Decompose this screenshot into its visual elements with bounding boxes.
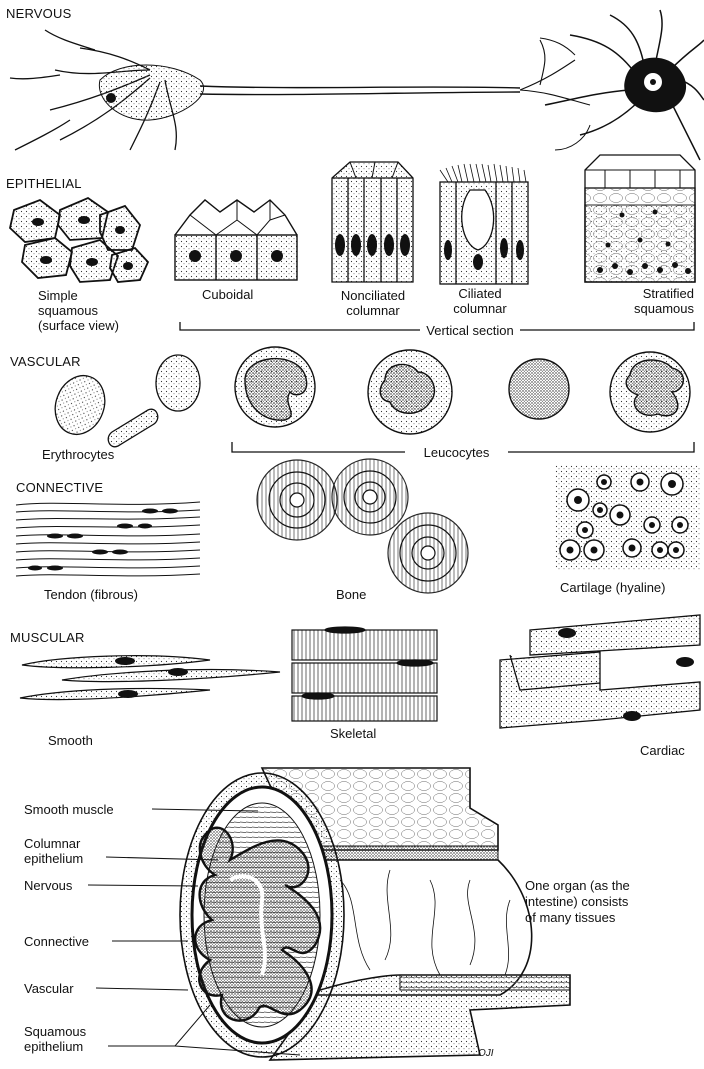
caption-line-1: One organ (as the	[525, 878, 630, 893]
section-epithelial: EPITHELIAL	[6, 176, 82, 191]
ciliated-columnar-cells	[440, 164, 528, 284]
label-organ-vascular: Vascular	[24, 981, 74, 996]
label-stratified-1: Stratified	[590, 286, 694, 301]
leucocytes	[235, 347, 690, 434]
smooth-muscle-cells	[20, 656, 280, 700]
label-organ-squamous-2: epithelium	[24, 1039, 83, 1054]
label-tendon: Tendon (fibrous)	[44, 587, 138, 602]
label-simple-squamous-2: squamous	[38, 303, 98, 318]
caption-line-3: of many tissues	[525, 910, 615, 925]
label-leucocytes: Leucocytes	[405, 445, 508, 460]
label-smooth: Smooth	[48, 733, 93, 748]
caption-line-2: intestine) consists	[525, 894, 628, 909]
label-simple-squamous-3: (surface view)	[38, 318, 119, 333]
bone-osteons	[257, 459, 468, 593]
stratified-squamous-cells	[585, 155, 695, 282]
label-ciliated-2: columnar	[440, 301, 520, 316]
label-skeletal: Skeletal	[330, 726, 376, 741]
neuron-left	[10, 30, 590, 150]
label-nonciliated-2: columnar	[326, 303, 420, 318]
label-cardiac: Cardiac	[640, 743, 685, 758]
section-muscular: MUSCULAR	[10, 630, 85, 645]
label-stratified-2: squamous	[590, 301, 694, 316]
label-organ-smooth-muscle: Smooth muscle	[24, 802, 114, 817]
cardiac-muscle-fibers	[500, 615, 700, 728]
label-organ-columnar-1: Columnar	[24, 836, 80, 851]
artist-signature: OJI	[478, 1046, 494, 1061]
intestine-section	[180, 768, 570, 1060]
label-simple-squamous-1: Simple	[38, 288, 78, 303]
skeletal-muscle-fibers	[292, 627, 437, 721]
label-nonciliated-1: Nonciliated	[326, 288, 420, 303]
label-ciliated-1: Ciliated	[440, 286, 520, 301]
label-organ-columnar-2: epithelium	[24, 851, 83, 866]
label-erythrocytes: Erythrocytes	[42, 447, 114, 462]
label-bone: Bone	[336, 587, 366, 602]
section-vascular: VASCULAR	[10, 354, 81, 369]
label-organ-nervous: Nervous	[24, 878, 72, 893]
section-nervous: NERVOUS	[6, 6, 71, 21]
section-connective: CONNECTIVE	[16, 480, 103, 495]
label-cartilage: Cartilage (hyaline)	[560, 580, 666, 595]
cuboidal-cells	[175, 200, 297, 280]
cartilage-hyaline	[555, 465, 700, 570]
label-organ-squamous-1: Squamous	[24, 1024, 86, 1039]
label-vertical-section: Vertical section	[420, 323, 520, 338]
label-cuboidal: Cuboidal	[202, 287, 253, 302]
label-organ-connective: Connective	[24, 934, 89, 949]
nonciliated-columnar-cells	[332, 162, 413, 282]
neuron-left-nucleus	[106, 93, 116, 103]
